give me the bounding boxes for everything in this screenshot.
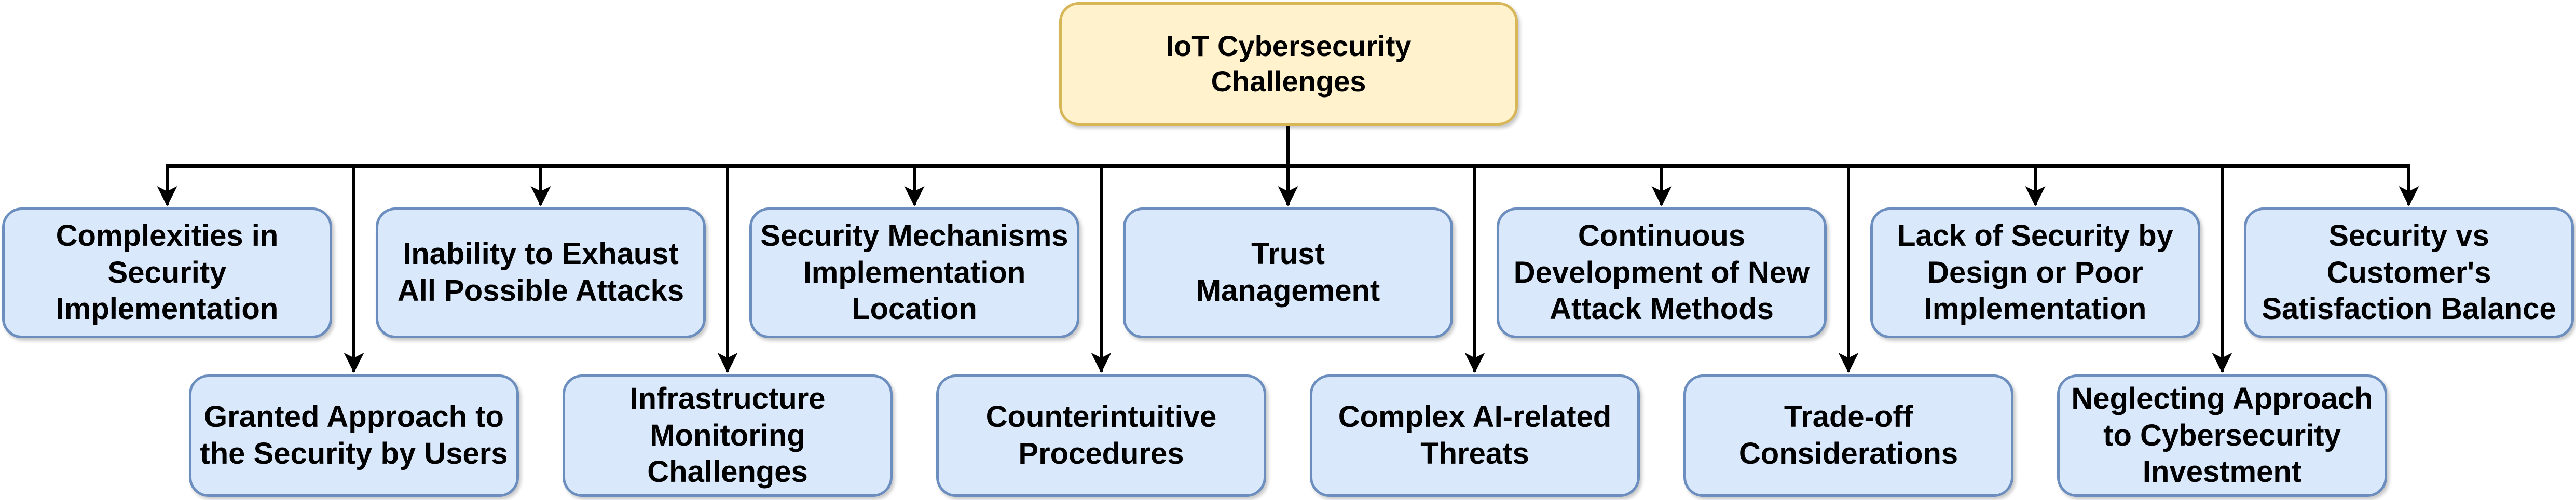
node-complex-ai-related-threats: Complex AI-related Threats — [1310, 374, 1640, 497]
node-lack-of-security-by-design-or-poor-implementation: Lack of Security by Design or Poor Imple… — [1870, 207, 2200, 338]
node-continuous-development-of-new-attack-methods: Continuous Development of New Attack Met… — [1497, 207, 1827, 338]
node-inability-to-exhaust-all-possible-attacks: Inability to Exhaust All Possible Attack… — [376, 207, 706, 338]
node-security-vs-customers-satisfaction-balance: Security vs Customer's Satisfaction Bala… — [2244, 207, 2574, 338]
node-security-mechanisms-implementation-location: Security Mechanisms Implementation Locat… — [749, 207, 1079, 338]
node-granted-approach-to-the-security-by-users: Granted Approach to the Security by User… — [189, 374, 519, 497]
node-trust-management: Trust Management — [1123, 207, 1453, 338]
node-iot-cybersecurity-challenges: IoT Cybersecurity Challenges — [1059, 2, 1518, 126]
node-neglecting-approach-to-cybersecurity-investment: Neglecting Approach to Cybersecurity Inv… — [2057, 374, 2387, 497]
node-trade-off-considerations: Trade-off Considerations — [1683, 374, 2013, 497]
node-counterintuitive-procedures: Counterintuitive Procedures — [936, 374, 1266, 497]
node-infrastructure-monitoring-challenges: Infrastructure Monitoring Challenges — [563, 374, 893, 497]
node-complexities-in-security-implementation: Complexities in Security Implementation — [2, 207, 332, 338]
